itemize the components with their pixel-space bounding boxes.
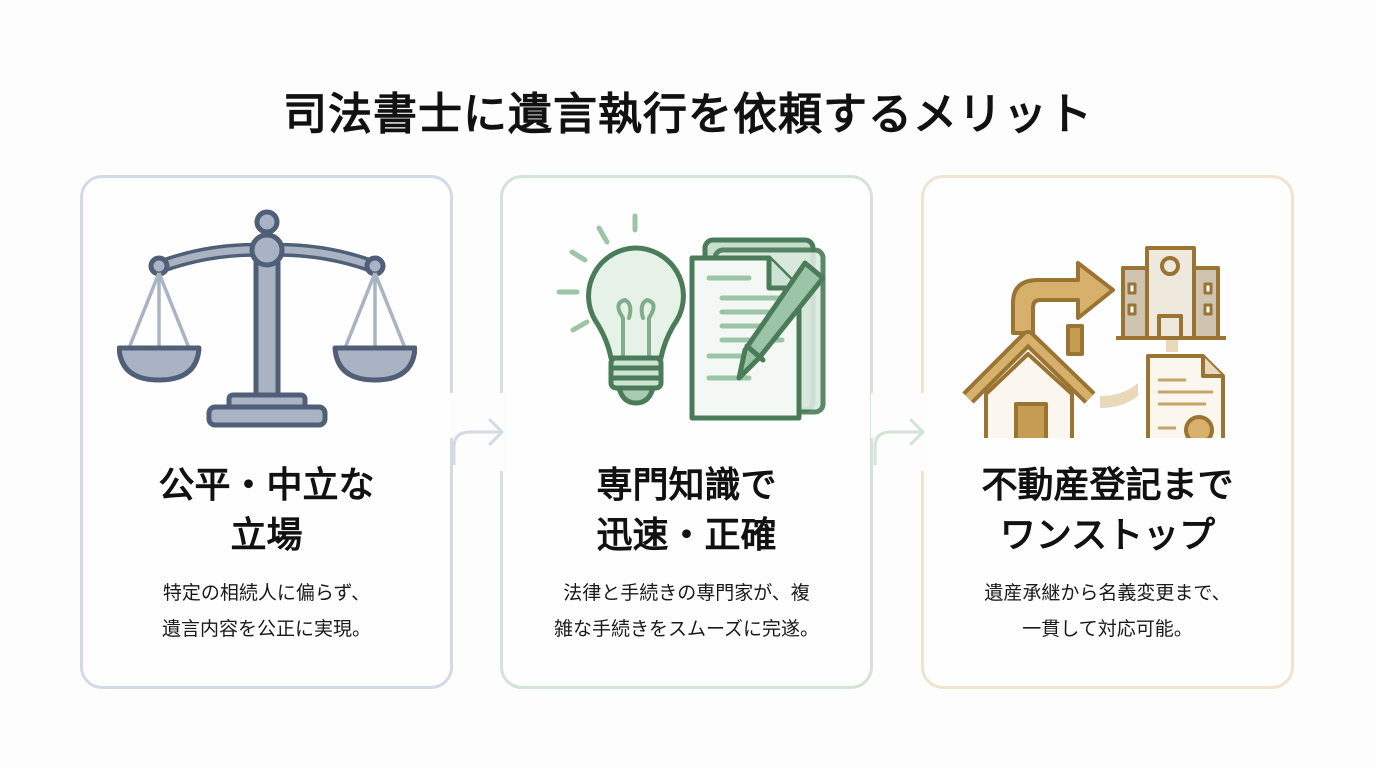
- benefit-heading: 不動産登記まで ワンストップ: [924, 461, 1291, 561]
- heading-line-2: ワンストップ: [999, 515, 1216, 556]
- heading-line-2: 立場: [230, 515, 303, 556]
- benefit-heading: 公平・中立な 立場: [83, 461, 450, 561]
- heading-line-1: 公平・中立な: [158, 465, 375, 506]
- benefit-description: 遺産承継から名義変更まで、 一貫して対応可能。: [924, 575, 1291, 647]
- benefit-card-impartial: 公平・中立な 立場 特定の相続人に偏らず、 遺言内容を公正に実現。: [80, 175, 453, 689]
- border-gap: [450, 393, 458, 438]
- border-gap: [871, 393, 879, 438]
- scales-of-justice-icon: [116, 209, 417, 428]
- benefit-description: 法律と手続きの専門家が、複 雑な手続きをスムーズに完遂。: [503, 575, 870, 647]
- page-title: 司法書士に遺言執行を依頼するメリット: [283, 89, 1093, 140]
- desc-line-2: 一貫して対応可能。: [1022, 618, 1193, 640]
- heading-line-2: 迅速・正確: [596, 515, 777, 556]
- desc-line-2: 雑な手続きをスムーズに完遂。: [553, 618, 820, 640]
- heading-line-1: 専門知識で: [596, 465, 777, 506]
- desc-line-2: 遺言内容を公正に実現。: [161, 618, 371, 640]
- benefit-card-expertise: 専門知識で 迅速・正確 法律と手続きの専門家が、複 雑な手続きをスムーズに完遂。: [500, 175, 873, 689]
- benefit-description: 特定の相続人に偏らず、 遺言内容を公正に実現。: [83, 575, 450, 647]
- house-to-registry-icon: [961, 246, 1226, 438]
- benefit-card-one-stop: 不動産登記まで ワンストップ 遺産承継から名義変更まで、 一貫して対応可能。: [921, 175, 1294, 689]
- curved-arrow-right-icon: [452, 418, 504, 465]
- desc-line-1: 特定の相続人に偏らず、: [162, 582, 371, 604]
- desc-line-1: 遺産承継から名義変更まで、: [984, 582, 1231, 604]
- curved-arrow-right-icon: [873, 418, 925, 465]
- heading-line-1: 不動産登記まで: [981, 465, 1234, 506]
- benefit-heading: 専門知識で 迅速・正確: [503, 461, 870, 561]
- desc-line-1: 法律と手続きの専門家が、複: [563, 582, 810, 604]
- lightbulb-document-pen-icon: [556, 213, 825, 421]
